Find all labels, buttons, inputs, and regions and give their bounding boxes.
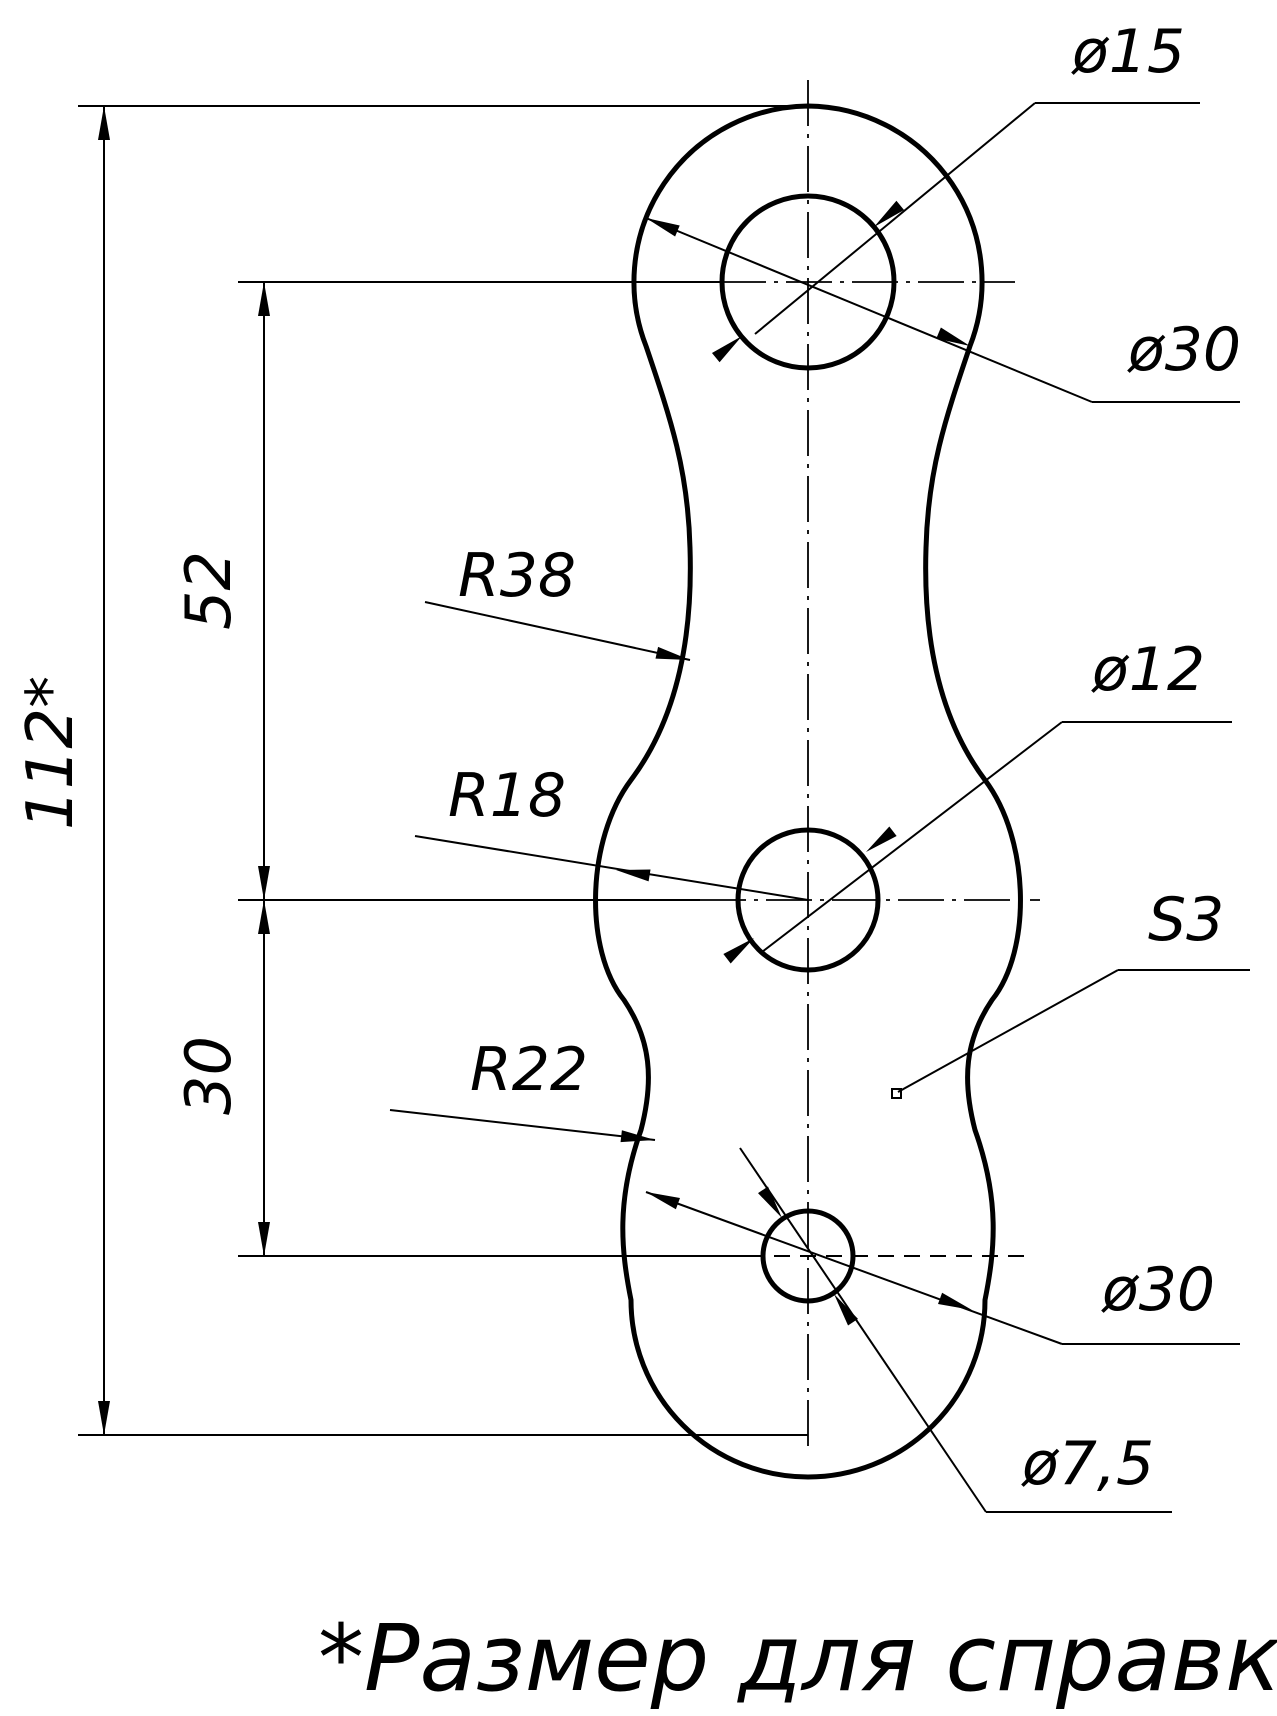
radius-upper-label: R38 [458, 541, 576, 611]
dimension-thickness: S3 [891, 885, 1250, 1099]
bottom-boss-label: ø30 [1101, 1255, 1215, 1325]
bottom-hole-label: ø7,5 [1021, 1429, 1154, 1499]
top-hole [719, 193, 897, 371]
dimension-overall-height: 112* [14, 105, 808, 1436]
bottom-hole [760, 1208, 856, 1304]
overall-height-label: 112* [14, 676, 88, 830]
dimension-upper-spacing: 52 [172, 281, 720, 901]
dimension-bottom-boss: ø30 [643, 1186, 1240, 1345]
radius-lower-label: R22 [470, 1035, 588, 1105]
top-hole-label: ø15 [1071, 17, 1185, 87]
thickness-label: S3 [1148, 885, 1224, 955]
dimension-lower-spacing: 30 [172, 900, 748, 1257]
dimension-radius-lower: R22 [389, 1035, 656, 1146]
middle-hole-label: ø12 [1091, 635, 1205, 705]
dimension-radius-middle: R18 [414, 761, 809, 901]
upper-spacing-label: 52 [172, 551, 245, 630]
dimension-radius-upper: R38 [424, 541, 692, 666]
middle-hole [735, 827, 881, 973]
dimension-top-hole: ø15 [711, 17, 1200, 363]
dimension-middle-hole: ø12 [723, 635, 1232, 964]
part-outline [593, 103, 1023, 1480]
lower-spacing-label: 30 [172, 1036, 245, 1115]
reference-note: *Размер для справки [318, 1605, 1277, 1712]
radius-middle-label: R18 [448, 761, 566, 831]
dimension-bottom-hole: ø7,5 [739, 1147, 1172, 1513]
dimension-top-boss: ø30 [643, 212, 1241, 403]
top-boss-label: ø30 [1127, 315, 1241, 385]
